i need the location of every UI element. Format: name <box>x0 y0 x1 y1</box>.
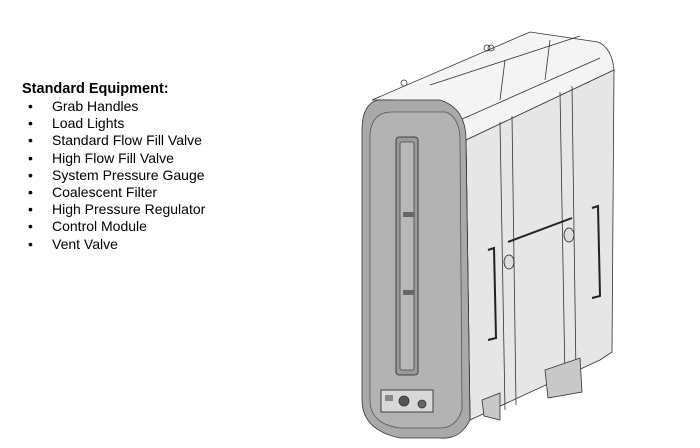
list-item: Grab Handles <box>22 98 205 115</box>
equipment-enclosure-drawing <box>361 31 615 439</box>
list-item: Coalescent Filter <box>22 184 205 201</box>
standard-equipment-list: Standard Equipment: Grab Handles Load Li… <box>22 80 205 253</box>
list-item: System Pressure Gauge <box>22 167 205 184</box>
list-item: Vent Valve <box>22 236 205 253</box>
list-item: Standard Flow Fill Valve <box>22 132 205 149</box>
list-title: Standard Equipment: <box>22 81 169 97</box>
list-item: Load Lights <box>22 115 205 132</box>
list-item: High Flow Fill Valve <box>22 150 205 167</box>
list-item: Control Module <box>22 218 205 235</box>
equipment-items: Grab Handles Load Lights Standard Flow F… <box>22 98 205 253</box>
list-item: High Pressure Regulator <box>22 201 205 218</box>
